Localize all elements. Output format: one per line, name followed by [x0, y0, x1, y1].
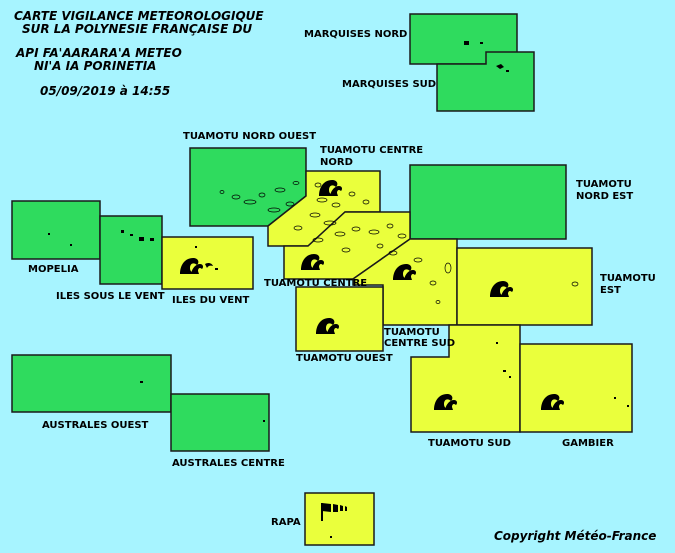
label-australes-centre: AUSTRALES CENTRE — [172, 458, 285, 469]
copyright-notice: Copyright Météo-France — [494, 529, 657, 543]
label-tuamotu-centre-nord-1: TUAMOTU CENTRE — [320, 145, 423, 156]
zone-gambier[interactable] — [519, 343, 633, 433]
label-tuamotu-est-1: TUAMOTU — [600, 273, 656, 284]
zone-tuamotu-ouest[interactable] — [295, 286, 384, 352]
label-rapa: RAPA — [271, 517, 301, 528]
label-gambier: GAMBIER — [562, 438, 614, 449]
label-marquises-sud: MARQUISES SUD — [342, 79, 436, 90]
swell-icon — [205, 262, 213, 268]
label-iles-du-vent: ILES DU VENT — [172, 295, 249, 306]
label-tuamotu-centre-nord-2: NORD — [320, 157, 353, 168]
island-outlines — [48, 41, 629, 538]
zone-iles-sous-le-vent[interactable] — [99, 215, 163, 285]
label-mopelia: MOPELIA — [28, 264, 79, 275]
label-tuamotu-nord-est-1: TUAMOTU — [576, 179, 632, 190]
label-tuamotu-centre-sud-1: TUAMOTU — [384, 327, 440, 338]
map-title-tahitian-line-2: NI'A IA PORINETIA — [34, 59, 157, 73]
zone-tuamotu-est[interactable] — [456, 247, 593, 326]
label-tuamotu-nord-est-2: NORD EST — [576, 191, 633, 202]
label-tuamotu-centre: TUAMOTU CENTRE — [264, 278, 367, 289]
label-tuamotu-sud: TUAMOTU SUD — [428, 438, 511, 449]
zone-mopelia[interactable] — [11, 200, 101, 260]
map-title-line-1: CARTE VIGILANCE METEOROLOGIQUE — [14, 9, 264, 23]
label-marquises-nord: MARQUISES NORD — [304, 29, 407, 40]
zone-iles-du-vent[interactable] — [161, 236, 254, 290]
map-title-line-2: SUR LA POLYNESIE FRANÇAISE DU — [22, 22, 253, 36]
label-tuamotu-centre-sud-2: CENTRE SUD — [384, 338, 455, 349]
zone-australes-centre[interactable] — [170, 393, 270, 452]
zone-rapa[interactable] — [304, 492, 375, 546]
label-tuamotu-nord-ouest: TUAMOTU NORD OUEST — [183, 131, 316, 142]
label-iles-sous-le-vent: ILES SOUS LE VENT — [56, 291, 165, 302]
zone-tuamotu-centre[interactable] — [283, 211, 411, 280]
issue-datetime: 05/09/2019 à 14:55 — [40, 84, 171, 98]
label-tuamotu-ouest: TUAMOTU OUEST — [296, 353, 393, 364]
label-australes-ouest: AUSTRALES OUEST — [42, 420, 149, 431]
zone-tuamotu-nord-est[interactable] — [409, 164, 567, 240]
map-title-tahitian-line-1: API FA'AARARA'A METEO — [16, 46, 182, 60]
label-tuamotu-est-2: EST — [600, 285, 621, 296]
zone-marquises-sud[interactable] — [436, 51, 535, 112]
zone-australes-ouest[interactable] — [11, 354, 172, 413]
